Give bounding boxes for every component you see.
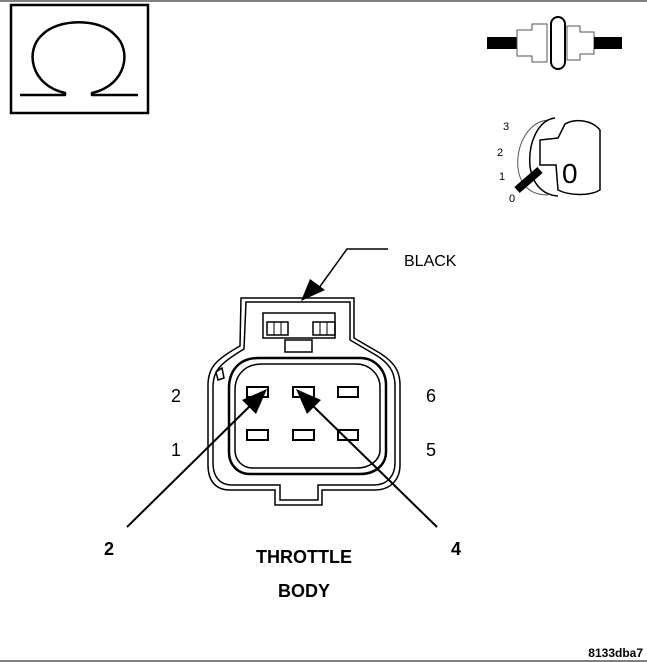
pin-label-5: 5: [426, 440, 436, 460]
switch-position-3: 3: [503, 121, 509, 133]
component-title-line2: BODY: [278, 581, 330, 601]
connector-color-label: BLACK: [404, 253, 457, 270]
callout-label-left: 2: [104, 539, 114, 559]
color-leader: [301, 248, 388, 301]
pin-label-2: 2: [171, 386, 181, 406]
pin-label-1: 1: [171, 440, 181, 460]
ohm-icon: [9, 3, 150, 115]
figure-id: 8133dba7: [588, 646, 643, 660]
pin-label-6: 6: [426, 386, 436, 406]
callout-arrow-left: [126, 389, 267, 528]
component-title-line1: THROTTLE: [256, 547, 352, 567]
callout-arrow-right: [296, 389, 438, 528]
callout-label-right: 4: [451, 539, 461, 559]
ignition-switch-icon: 3 2 1 0 0: [497, 117, 601, 205]
switch-position-1: 1: [499, 171, 505, 183]
switch-position-0: 0: [509, 193, 515, 205]
switch-selected-value: 0: [562, 158, 578, 189]
throttle-body-connector: [207, 297, 401, 506]
probe-connector-icon: [487, 16, 622, 70]
switch-position-2: 2: [497, 147, 503, 159]
